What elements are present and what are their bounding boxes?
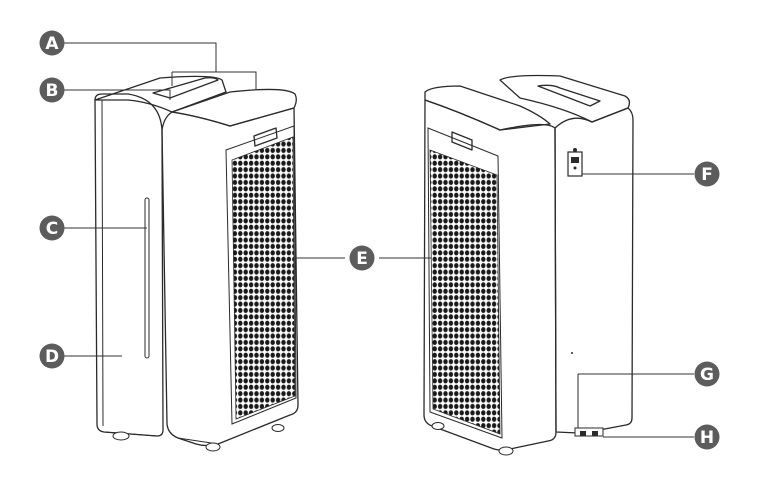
front-frame-inner [225,125,297,425]
rear-top-right-cap [499,74,631,123]
callout-a: A [39,30,65,56]
purifier-front-view [94,75,299,452]
rear-side-panel [554,107,634,434]
rear-main-panel [423,99,557,451]
rear-handle-slot [451,131,473,151]
svg-text:F: F [701,165,713,185]
rear-indicator-dot [571,352,573,354]
front-handle-slot [253,127,278,147]
svg-text:E: E [356,249,368,269]
svg-text:D: D [45,347,59,367]
callout-e: E [349,245,375,271]
callout-b: B [39,77,65,103]
front-wheels [112,424,285,452]
front-top-right-cap [171,88,297,127]
power-socket [567,148,583,177]
rear-top-handle [537,84,601,107]
rear-base-foot [574,427,604,437]
rear-top-left-cap [424,85,551,131]
front-top-left-cap [94,75,227,113]
svg-text:G: G [700,365,714,385]
callout-h: H [694,424,720,450]
svg-text:A: A [45,34,59,54]
svg-text:B: B [46,81,59,101]
svg-text:H: H [700,428,714,448]
rear-grille [429,149,501,435]
purifier-rear-view [423,74,634,456]
rear-wheels [431,422,514,456]
callout-f: F [694,161,720,187]
callout-c: C [39,215,65,241]
svg-text:C: C [46,219,58,239]
leader-lines [64,42,694,438]
rear-frame-inner [427,127,503,439]
callout-d: D [39,343,65,369]
display-slit [144,197,150,359]
front-top-handle [152,77,219,99]
leader-a [64,42,257,90]
callout-g: G [694,361,720,387]
front-side-edge [101,99,104,427]
front-grille [231,136,296,420]
leader-b [64,89,171,100]
front-side-panel [94,93,164,437]
